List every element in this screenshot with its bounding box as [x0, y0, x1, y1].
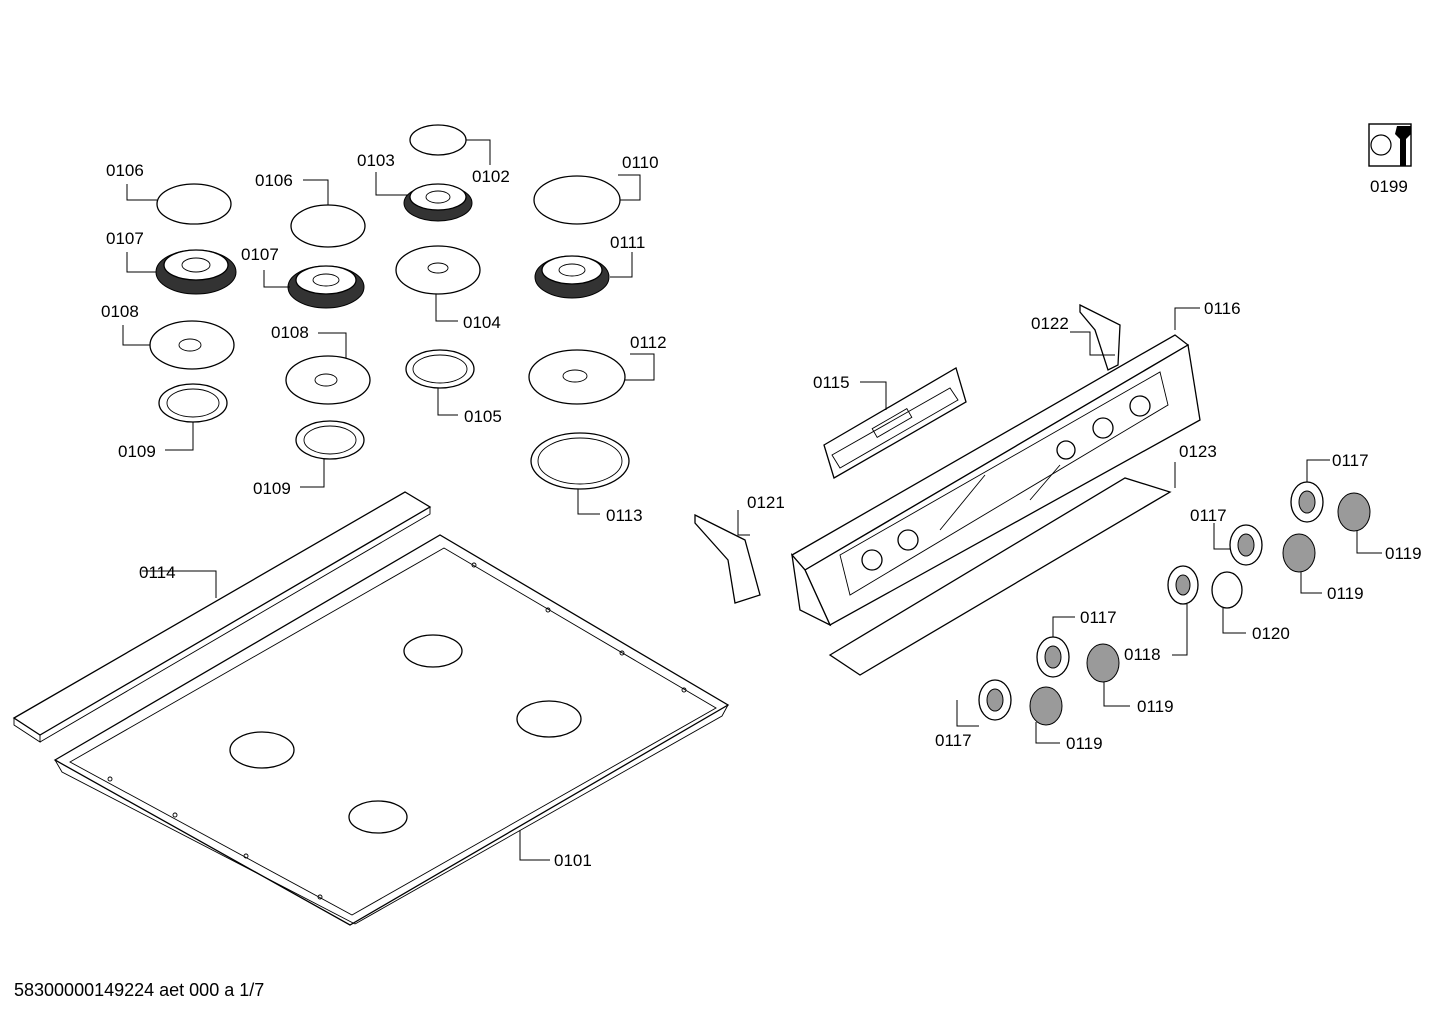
callout-0110: 0110: [622, 153, 659, 172]
callout-0117-1: 0117: [1332, 451, 1369, 470]
part-0120-knob: [1211, 571, 1246, 634]
part-0107-burner-left: [126, 249, 237, 295]
part-0117-bezel-4: [956, 679, 1012, 727]
callout-0115: 0115: [813, 373, 850, 392]
callout-0116: 0116: [1204, 299, 1241, 318]
callout-0106-middle: 0106: [255, 171, 293, 190]
part-0117-bezel-3: [1036, 616, 1075, 678]
part-0114-trim-bar: [12, 491, 432, 743]
part-0113-ring: [530, 432, 630, 515]
callout-0108-middle: 0108: [271, 323, 309, 342]
part-0103-burner: [375, 172, 473, 222]
part-0106-cap-middle: [290, 179, 366, 248]
callout-0114: 0114: [139, 563, 176, 582]
callout-0106-left: 0106: [106, 161, 144, 180]
part-0109-ring-middle: [295, 420, 365, 488]
wrench-icon: [1368, 123, 1412, 167]
part-0107-burner-middle: [263, 265, 365, 309]
callout-0118: 0118: [1124, 645, 1161, 664]
part-0108-spreader-middle: [285, 332, 371, 405]
part-0119-knob-1: [1337, 492, 1382, 554]
part-0106-cap-left: [126, 183, 232, 225]
callout-0199: 0199: [1370, 177, 1408, 196]
part-0119-knob-2: [1282, 533, 1322, 594]
part-0115-control-board: [823, 367, 967, 479]
callout-0119-4: 0119: [1066, 734, 1103, 753]
part-0104-spreader: [395, 245, 481, 322]
part-0111-burner: [534, 252, 633, 299]
callout-0108-left: 0108: [101, 302, 139, 321]
callout-0113: 0113: [606, 506, 643, 525]
callout-0121: 0121: [747, 493, 785, 512]
part-0110-cap: [533, 174, 641, 225]
part-0118-bezel: [1167, 565, 1199, 656]
part-0105-ring: [405, 349, 475, 416]
callout-0107-left: 0107: [106, 229, 144, 248]
callout-0105: 0105: [464, 407, 502, 426]
callout-0112: 0112: [630, 333, 667, 352]
callout-0119-1: 0119: [1385, 544, 1422, 563]
callout-0102: 0102: [472, 167, 510, 186]
callout-0101: 0101: [554, 851, 592, 870]
part-0117-bezel-1: [1290, 459, 1330, 523]
part-0121-bracket: [694, 510, 761, 604]
callout-0119-3: 0119: [1137, 697, 1174, 716]
callout-0104: 0104: [463, 313, 501, 332]
callout-0117-4: 0117: [935, 731, 972, 750]
part-0101-cooktop-plate: [53, 534, 730, 926]
part-0116-control-panel: [790, 307, 1201, 627]
part-0108-spreader-left: [122, 320, 235, 370]
callout-0120: 0120: [1252, 624, 1290, 643]
callout-0122: 0122: [1031, 314, 1069, 333]
part-0112-spreader: [528, 349, 655, 405]
document-id: 58300000149224 aet 000 a 1/7: [14, 980, 265, 1000]
part-0119-knob-3: [1086, 643, 1130, 707]
part-0122-bracket: [1070, 303, 1121, 371]
callout-0109-middle: 0109: [253, 479, 291, 498]
part-0109-ring-left: [158, 383, 228, 451]
part-0102-cap: [409, 124, 491, 165]
callout-0117-3: 0117: [1080, 608, 1117, 627]
callout-0107-middle: 0107: [241, 245, 279, 264]
part-0119-knob-4: [1029, 686, 1063, 744]
part-0117-bezel-2: [1213, 523, 1263, 566]
callout-0119-2: 0119: [1327, 584, 1364, 603]
callout-0111: 0111: [610, 233, 645, 252]
callout-0117-2: 0117: [1190, 506, 1227, 525]
part-0123-bottom-strip: [828, 462, 1176, 676]
callout-0109-left: 0109: [118, 442, 156, 461]
callout-0123: 0123: [1179, 442, 1217, 461]
callout-0103: 0103: [357, 151, 395, 170]
